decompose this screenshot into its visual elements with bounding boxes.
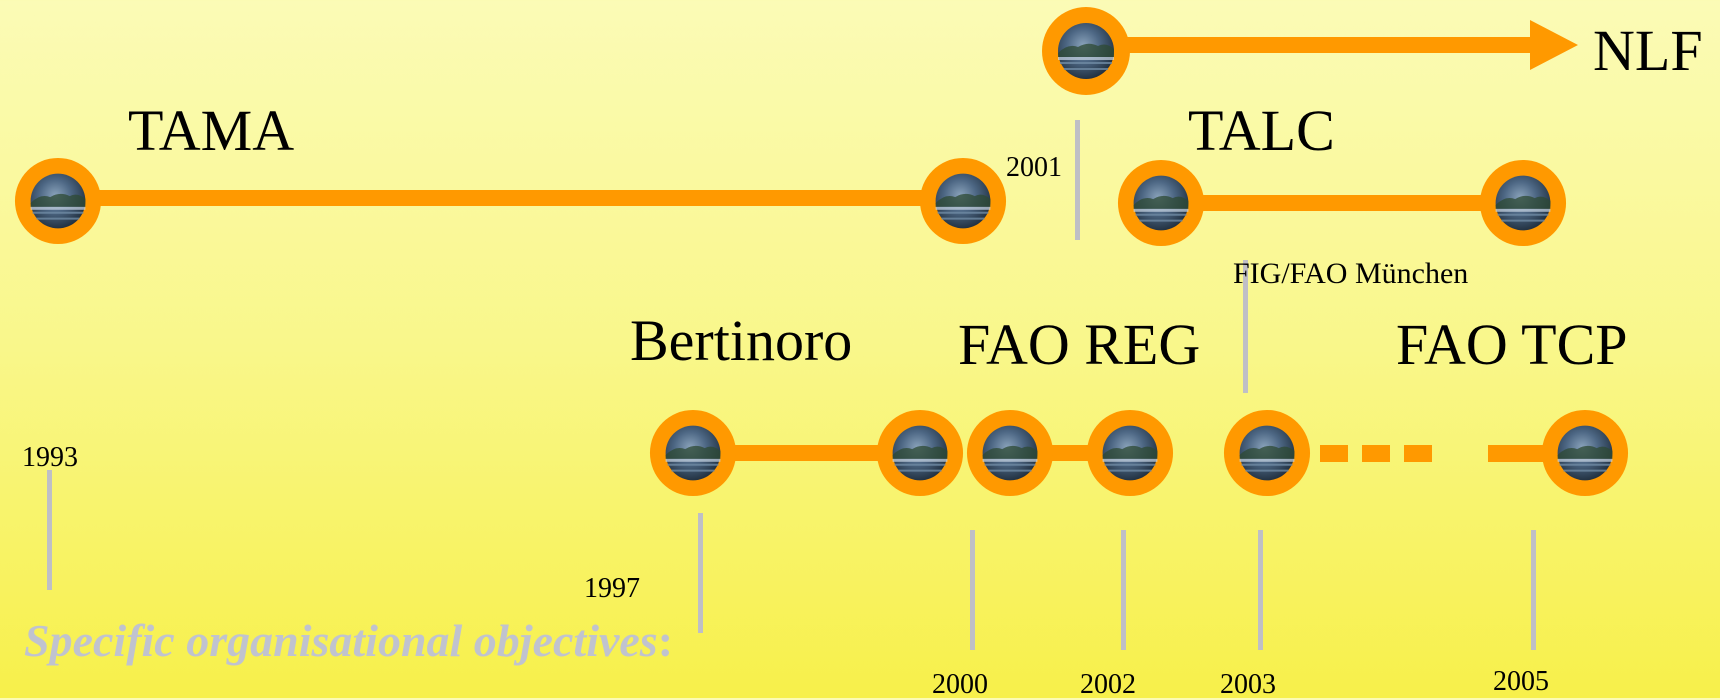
tick-2003 xyxy=(1258,530,1263,650)
lake-photo-node-icon xyxy=(1041,6,1131,96)
label-tama: TAMA xyxy=(128,98,295,163)
label-talc: TALC xyxy=(1188,98,1335,163)
lake-photo-node-icon xyxy=(1540,408,1630,498)
year-1997: 1997 xyxy=(584,573,640,604)
label-bertinoro: Bertinoro xyxy=(630,308,853,373)
subtitle-colon: : xyxy=(657,615,674,666)
lake-photo-node-icon xyxy=(1116,158,1206,248)
lake-photo-node-icon xyxy=(918,156,1008,246)
year-2003: 2003 xyxy=(1220,669,1276,700)
label-fao-reg: FAO REG xyxy=(958,312,1201,377)
year-2000: 2000 xyxy=(932,669,988,700)
timeline-nodes xyxy=(13,6,1630,498)
tick-1993 xyxy=(47,470,52,590)
year-2002: 2002 xyxy=(1080,669,1136,700)
lake-photo-node-icon xyxy=(1085,408,1175,498)
year-2005: 2005 xyxy=(1493,666,1549,697)
tick-fig-fao xyxy=(1243,260,1248,393)
lake-photo-node-icon xyxy=(13,156,103,246)
nlf-arrowhead xyxy=(1530,20,1578,70)
subtitle: Specific organisational objectives: xyxy=(24,618,673,664)
lake-photo-node-icon xyxy=(1478,158,1568,248)
tick-1997 xyxy=(698,513,703,633)
timeline-bars xyxy=(58,20,1578,462)
tick-2001 xyxy=(1075,120,1080,240)
fao-tcp-dashed-bar xyxy=(1278,445,1548,462)
label-nlf: NLF xyxy=(1593,18,1703,83)
tick-2000 xyxy=(970,530,975,650)
lake-photo-node-icon xyxy=(648,408,738,498)
lake-photo-node-icon xyxy=(965,408,1055,498)
label-fao-tcp: FAO TCP xyxy=(1396,312,1628,377)
lake-photo-node-icon xyxy=(875,408,965,498)
tick-2005 xyxy=(1531,530,1536,650)
label-fig-fao: FIG/FAO München xyxy=(1233,257,1469,290)
year-2001: 2001 xyxy=(1006,152,1062,183)
tick-2002 xyxy=(1121,530,1126,650)
year-ticks xyxy=(47,120,1536,650)
lake-photo-node-icon xyxy=(1222,408,1312,498)
year-1993: 1993 xyxy=(22,442,78,473)
subtitle-text: Specific organisational objectives xyxy=(24,615,658,666)
